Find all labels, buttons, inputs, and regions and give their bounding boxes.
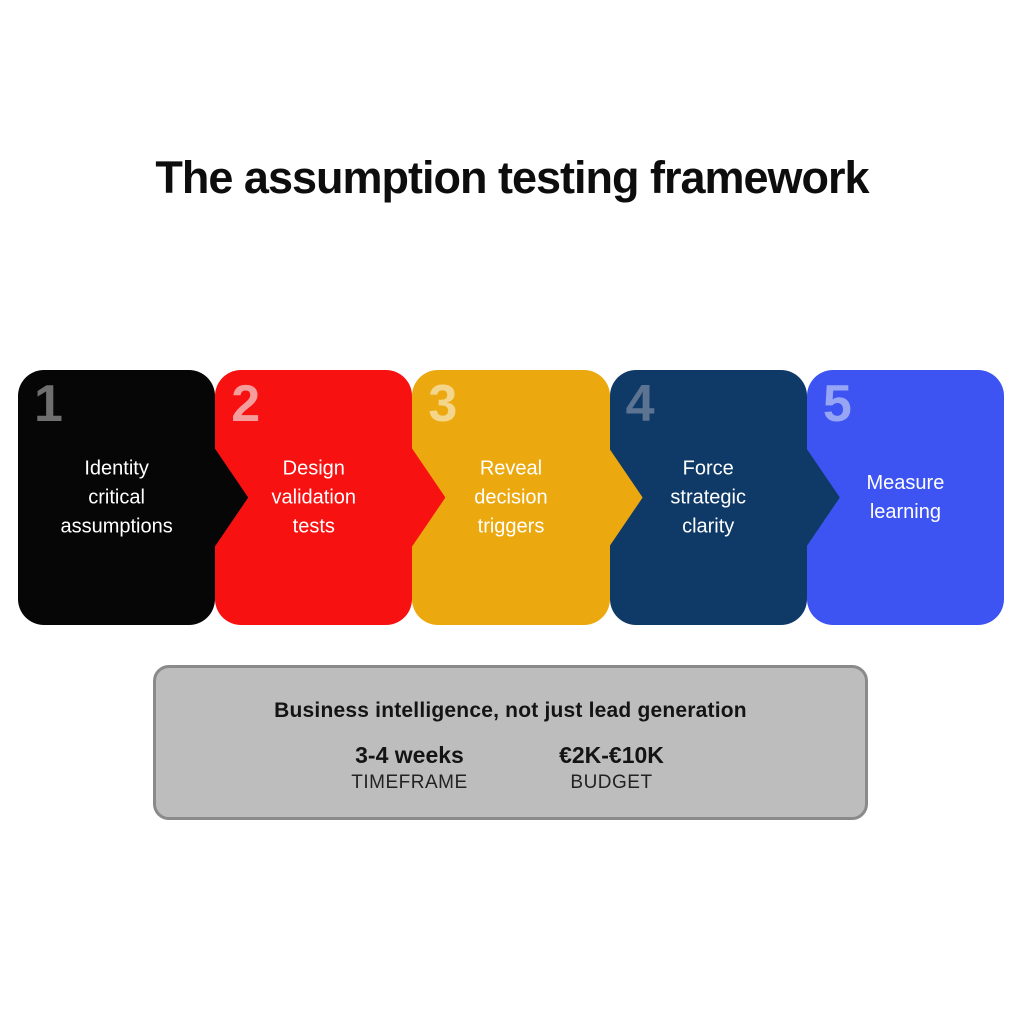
stat-budget-value: €2K-€10K [559, 742, 664, 768]
step-2-design-tests: 2 Design validation tests [215, 370, 446, 625]
summary-box: Business intelligence, not just lead gen… [153, 665, 868, 820]
step-1-label: Identity critical assumptions [60, 457, 173, 537]
page-title: The assumption testing framework [155, 152, 869, 203]
stat-budget: €2K-€10K BUDGET [547, 742, 677, 794]
stat-timeframe-value: 3-4 weeks [355, 742, 464, 768]
stat-timeframe-label: TIMEFRAME [351, 772, 468, 793]
step-5-label: Measure learning [866, 471, 945, 523]
step-3-label: Reveal decision triggers [474, 457, 548, 537]
stat-budget-label: BUDGET [570, 772, 653, 793]
process-flow: 1 Identity critical assumptions 2 Design… [18, 370, 1005, 625]
step-1-identify-assumptions: 1 Identity critical assumptions [18, 370, 249, 625]
step-4-label: Force strategic clarity [670, 457, 746, 537]
step-2-number: 2 [231, 375, 261, 433]
step-1-number: 1 [34, 375, 63, 433]
step-5-number: 5 [822, 375, 852, 433]
step-2-label: Design validation tests [271, 457, 357, 537]
step-4-number: 4 [625, 375, 655, 433]
step-3-number: 3 [428, 375, 458, 433]
stat-timeframe: 3-4 weeks TIMEFRAME [345, 742, 475, 794]
summary-headline: Business intelligence, not just lead gen… [274, 699, 747, 722]
summary-stats: 3-4 weeks TIMEFRAME €2K-€10K BUDGET [345, 742, 677, 794]
